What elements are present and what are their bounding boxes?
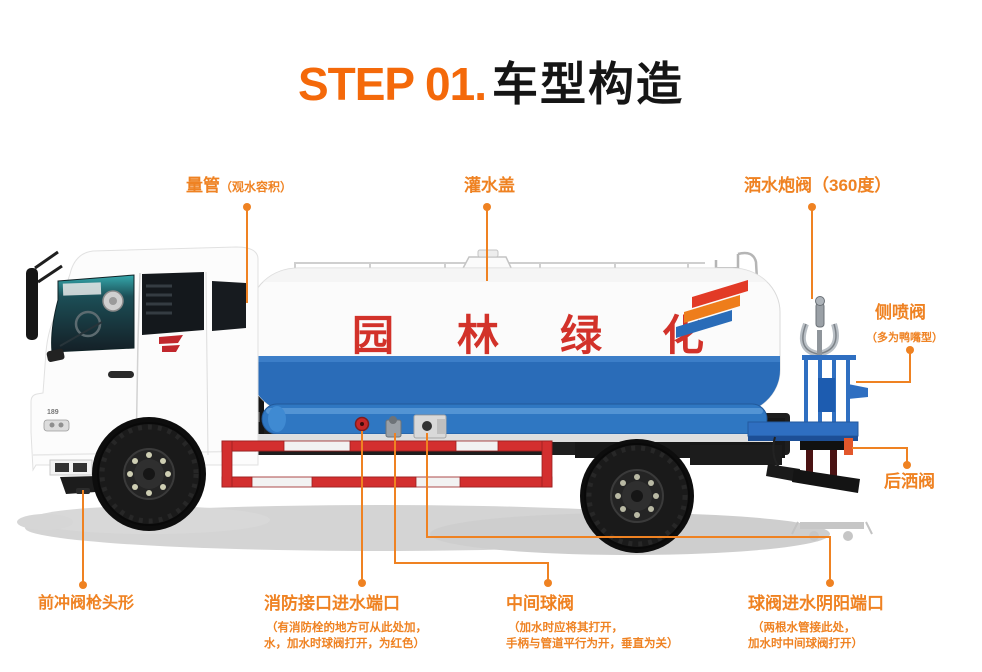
- page-title-name: 车型构造: [492, 58, 685, 110]
- cab-badge: 189: [47, 409, 59, 416]
- label-inlet-port-sub2: 加水时中间球阀打开）: [748, 638, 863, 650]
- leader-side-spray: [856, 351, 911, 383]
- label-filler-cap-main: 灌水盖: [464, 176, 515, 195]
- chassis-valves: [354, 414, 447, 439]
- tank-char-2: 林: [457, 313, 499, 360]
- sprinkler-cannon: [800, 296, 839, 360]
- leader-rear-spray: [852, 447, 908, 464]
- side-mirror: [26, 250, 65, 362]
- label-cannon-main: 洒水炮阀（360度）: [744, 176, 892, 195]
- label-side-spray-sub: （多为鸭嘴型）: [866, 332, 943, 344]
- leader-dots: [79, 203, 914, 589]
- page-title-step: STEP 01.: [297, 58, 487, 110]
- label-inlet-port-main: 球阀进水阴阳端口: [748, 594, 884, 613]
- label-fire-inlet: 消防接口进水端口: [264, 594, 400, 614]
- label-cannon: 洒水炮阀（360度）: [744, 176, 891, 196]
- label-rear-spray-main: 后洒阀: [884, 472, 935, 491]
- label-front-nozzle-main: 前冲阀枪头形: [38, 595, 135, 612]
- label-middle-valve-main: 中间球阀: [506, 594, 574, 613]
- label-middle-valve-sub2: 手柄与管道平行为开，垂直为关）: [506, 638, 679, 650]
- page-title: STEP 01.车型构造: [0, 48, 982, 114]
- label-sight-tube: 量管（观水容积）: [186, 176, 292, 196]
- tank-char-4: 化: [662, 313, 704, 360]
- door-window: [142, 272, 204, 335]
- label-front-nozzle: 前冲阀枪头形: [38, 595, 134, 613]
- label-fire-inlet-sub1: （有消防栓的地方可从此处加，: [266, 622, 427, 634]
- rear-platform: [690, 296, 868, 493]
- leader-lines: [82, 208, 911, 584]
- label-sight-tube-sub: （观水容积）: [220, 180, 293, 194]
- label-sight-tube-main: 量管: [186, 176, 220, 195]
- platform-railing: [802, 355, 868, 424]
- door-handle: [108, 371, 134, 378]
- label-fire-inlet-main: 消防接口进水端口: [264, 594, 400, 613]
- brand-logo: [159, 335, 183, 352]
- label-rear-spray: 后洒阀: [884, 472, 935, 492]
- tank-char-3: 绿: [560, 313, 603, 360]
- tank-char-1: 园: [352, 314, 394, 360]
- label-middle-valve: 中间球阀: [506, 594, 574, 614]
- front-wheel: [92, 417, 206, 531]
- leader-middle-valve: [394, 433, 549, 582]
- leader-inlet-port: [426, 433, 831, 582]
- label-fire-inlet-sub2: 水，加水时球阀打开，为红色）: [264, 638, 425, 650]
- rear-marker: [844, 438, 853, 455]
- water-tank: 园 林 绿 化: [249, 249, 781, 442]
- label-filler-cap: 灌水盖: [464, 176, 515, 196]
- rear-spray-bar: [792, 469, 860, 493]
- label-side-spray: 侧喷阀: [875, 303, 926, 323]
- headlight: [43, 419, 70, 432]
- rear-wheel: [580, 439, 694, 553]
- cab: 189: [26, 246, 259, 494]
- label-inlet-port-sub1: （两根水管接此处，: [752, 622, 856, 634]
- label-middle-valve-sub1: （加水时应将其打开，: [508, 622, 623, 634]
- side-guard-rail: [221, 440, 553, 488]
- label-inlet-port: 球阀进水阴阳端口: [748, 594, 884, 614]
- label-side-spray-main: 侧喷阀: [875, 303, 926, 322]
- tank-stripes: [676, 280, 748, 338]
- quarter-window: [212, 281, 246, 331]
- ground-shadow: [17, 505, 873, 555]
